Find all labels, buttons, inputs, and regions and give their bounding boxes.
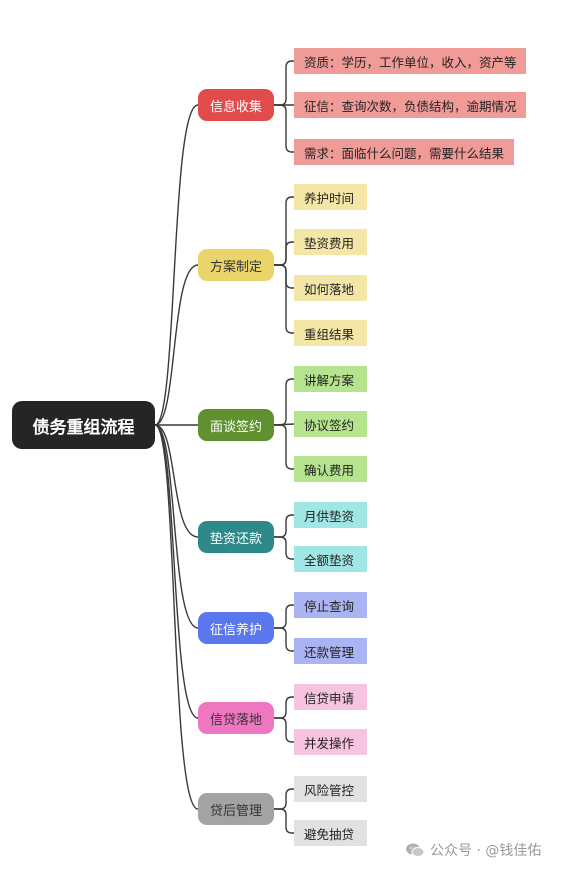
branch-label: 信息收集 — [209, 99, 262, 115]
leaf-label: 协议签约 — [304, 417, 355, 433]
branch-label: 面谈签约 — [209, 419, 262, 435]
branch-label: 贷后管理 — [209, 803, 262, 819]
leaf-connector — [274, 241, 294, 266]
leaf-label: 风险管控 — [304, 782, 355, 798]
leaf-node: 征信：查询次数，负债结构，逾期情况 — [294, 92, 526, 118]
branch-label: 信贷落地 — [209, 712, 262, 728]
leaf-connector — [274, 604, 294, 629]
leaf-label: 确认费用 — [304, 462, 355, 478]
leaf-node: 停止查询 — [294, 592, 367, 618]
leaf-node: 避免抽贷 — [294, 820, 367, 846]
leaf-label: 需求：面临什么问题，需要什么结果 — [304, 145, 505, 161]
branch-node: 贷后管理 — [198, 793, 274, 825]
leaf-node: 讲解方案 — [294, 366, 367, 392]
leaf-label: 停止查询 — [304, 598, 355, 614]
wechat-icon — [406, 843, 425, 857]
branch-label: 垫资还款 — [209, 531, 262, 547]
leaf-connector — [274, 514, 294, 538]
leaf-node: 资质：学历，工作单位，收入，资产等 — [294, 48, 526, 74]
leaf-connector — [274, 378, 294, 426]
leaf-node: 如何落地 — [294, 275, 367, 301]
branch-node: 征信养护 — [198, 612, 274, 644]
leaf-connector — [274, 104, 294, 153]
leaf-label: 征信：查询次数，负债结构，逾期情况 — [304, 98, 517, 114]
branch-label: 征信养护 — [209, 622, 262, 638]
leaf-node: 协议签约 — [294, 411, 367, 437]
leaf-node: 信贷申请 — [294, 684, 367, 710]
leaf-label: 重组结果 — [304, 326, 355, 342]
branch-node: 方案制定 — [198, 249, 274, 281]
leaf-node: 需求：面临什么问题，需要什么结果 — [294, 139, 514, 165]
leaf-connector — [274, 264, 294, 289]
leaf-connector — [274, 808, 294, 834]
leaf-connector — [274, 264, 294, 334]
leaf-node: 并发操作 — [294, 729, 367, 755]
leaf-node: 还款管理 — [294, 638, 367, 664]
leaf-label: 月供垫资 — [304, 508, 355, 524]
watermark: 公众号 · @钱佳佑 — [405, 840, 541, 860]
leaf-node: 月供垫资 — [294, 502, 367, 528]
leaf-node: 全额垫资 — [294, 546, 367, 572]
leaf-label: 避免抽贷 — [304, 826, 355, 842]
root-connector — [154, 424, 199, 810]
root-connector — [154, 424, 199, 538]
leaf-connector — [274, 627, 294, 652]
leaf-connector — [274, 196, 294, 266]
leaf-label: 垫资费用 — [304, 235, 355, 251]
branch-node: 信息收集 — [198, 89, 274, 121]
leaf-connector — [274, 536, 294, 560]
leaf-label: 信贷申请 — [304, 690, 355, 706]
leaf-connector — [274, 696, 294, 719]
root-connector — [154, 264, 199, 426]
leaf-node: 垫资费用 — [294, 229, 367, 255]
root-connector — [154, 424, 199, 629]
leaf-node: 养护时间 — [294, 184, 367, 210]
branch-node: 面谈签约 — [198, 409, 274, 441]
root-connector — [154, 424, 199, 719]
leaf-connector — [274, 717, 294, 743]
leaf-label: 讲解方案 — [304, 372, 355, 388]
watermark-text: 公众号 · @钱佳佑 — [430, 843, 542, 859]
leaf-node: 确认费用 — [294, 456, 367, 482]
root-label: 债务重组流程 — [32, 417, 135, 438]
leaf-label: 养护时间 — [304, 190, 355, 206]
leaf-connector — [274, 60, 294, 106]
branch-node: 信贷落地 — [198, 702, 274, 734]
leaf-label: 全额垫资 — [304, 552, 355, 568]
root-node: 债务重组流程 — [12, 401, 155, 449]
leaf-label: 如何落地 — [304, 281, 355, 297]
leaf-label: 还款管理 — [304, 644, 355, 660]
leaf-node: 重组结果 — [294, 320, 367, 346]
leaf-label: 资质：学历，工作单位，收入，资产等 — [304, 54, 517, 70]
leaf-label: 并发操作 — [304, 735, 355, 751]
leaf-node: 风险管控 — [294, 776, 367, 802]
leaf-connector — [274, 424, 294, 470]
leaf-connector — [274, 788, 294, 810]
root-connector — [154, 104, 199, 426]
branch-label: 方案制定 — [209, 259, 262, 275]
branch-node: 垫资还款 — [198, 521, 274, 553]
